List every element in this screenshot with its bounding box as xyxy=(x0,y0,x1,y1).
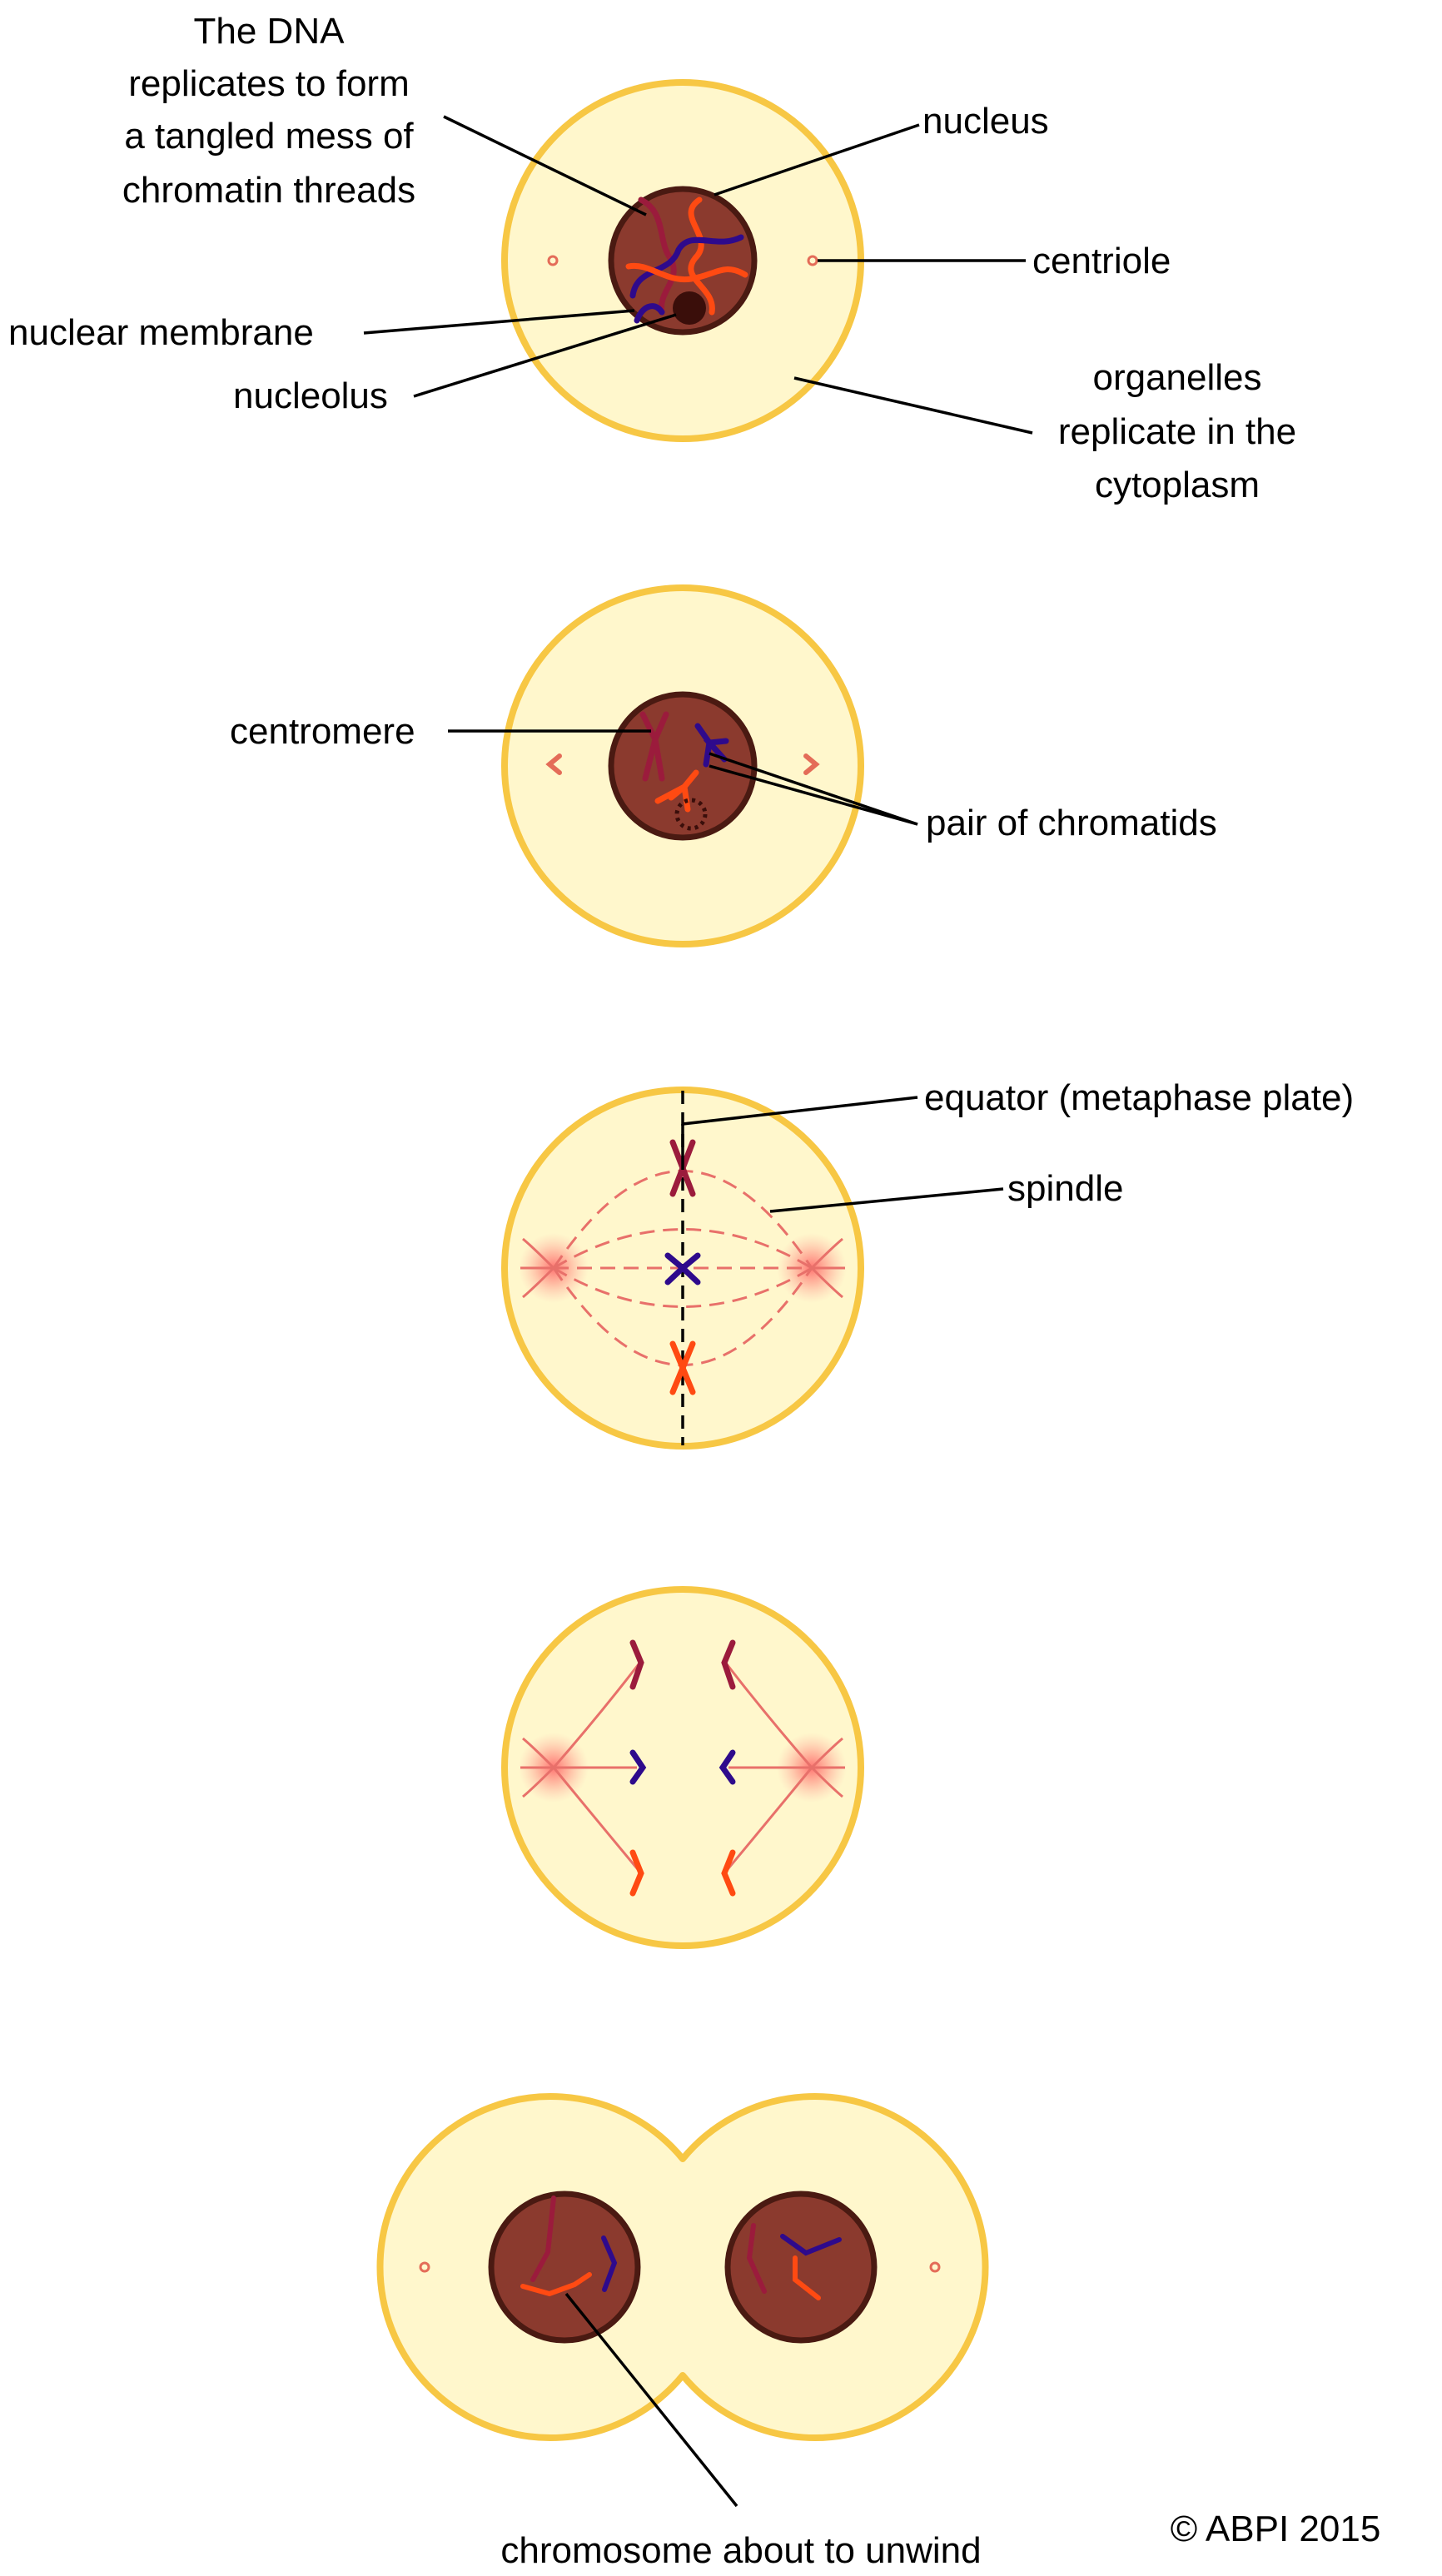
chromatids xyxy=(639,711,729,813)
centriole-left xyxy=(547,255,559,266)
stage-telophase: chromosome about to unwind © ABPI 2015 xyxy=(376,2093,1381,2571)
label-organelles-line1: organelles xyxy=(1092,357,1261,398)
stage-interphase: The DNA replicates to form a tangled mes… xyxy=(8,11,1296,505)
label-chromosome-unwind: chromosome about to unwind xyxy=(500,2530,981,2571)
label-nucleus: nucleus xyxy=(922,101,1049,142)
nucleus-right xyxy=(724,2191,878,2344)
label-centriole: centriole xyxy=(1032,241,1171,281)
aster-rays xyxy=(520,1237,845,1299)
nucleus-interphase xyxy=(608,186,758,336)
separating-chromatids xyxy=(629,1639,736,1897)
label-equator: equator (metaphase plate) xyxy=(924,1077,1354,1118)
centriole-right xyxy=(929,2261,941,2273)
centriole-left xyxy=(419,2261,430,2273)
label-dna-line2: replicates to form xyxy=(128,63,409,104)
nucleus-left xyxy=(488,2191,641,2344)
label-nucleolus: nucleolus xyxy=(233,375,388,416)
cell-anaphase xyxy=(501,1586,864,1949)
label-nuclear-membrane: nuclear membrane xyxy=(8,312,314,353)
spindle-fibres xyxy=(520,1660,845,1874)
stage-metaphase: equator (metaphase plate) spindle xyxy=(501,1077,1354,1450)
dividing-cells xyxy=(376,2093,989,2441)
label-dna-line1: The DNA xyxy=(194,11,346,52)
nucleus-prophase xyxy=(608,691,758,841)
label-organelles-line2: replicate in the xyxy=(1058,411,1296,452)
unwinding-chromosomes xyxy=(520,2196,842,2300)
label-spindle: spindle xyxy=(1007,1168,1123,1209)
label-pair-of-chromatids: pair of chromatids xyxy=(926,803,1217,843)
centriole-right xyxy=(807,255,818,266)
label-organelles-line3: cytoplasm xyxy=(1095,465,1260,505)
label-dna-line4: chromatin threads xyxy=(122,170,415,211)
centriole-left xyxy=(545,753,562,775)
label-centromere: centromere xyxy=(230,711,415,752)
nucleolus-dissolving xyxy=(674,798,708,831)
centriole-right xyxy=(803,753,820,775)
stage-prophase: centromere pair of chromatids xyxy=(230,584,1217,947)
label-dna-line3: a tangled mess of xyxy=(124,116,414,157)
chromatin-threads xyxy=(625,196,748,324)
copyright: © ABPI 2015 xyxy=(1171,2509,1381,2549)
stage-anaphase xyxy=(501,1586,864,1949)
nucleolus xyxy=(673,291,706,325)
